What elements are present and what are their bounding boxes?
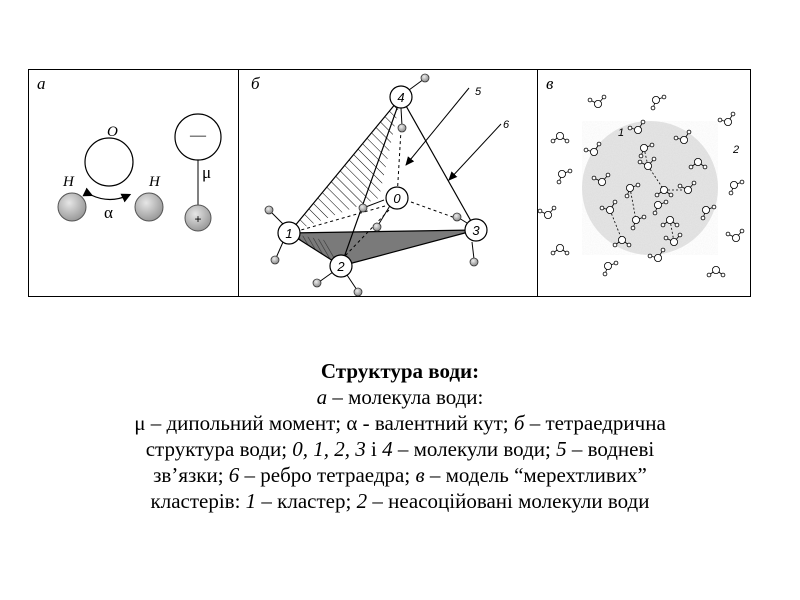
small-water-molecule xyxy=(728,179,745,196)
small-water-molecule xyxy=(612,235,632,248)
molecule-3-label: 3 xyxy=(472,223,480,238)
small-water-molecule xyxy=(647,247,666,262)
molecule-1 xyxy=(277,221,301,245)
edge-1-3 xyxy=(288,229,477,234)
tetrahedron-diagram: 0 4 1 2 3 5 6 xyxy=(264,73,510,296)
small-water-molecule xyxy=(717,111,736,127)
positive-sign: + xyxy=(194,212,201,226)
caption-line-2: μ – дипольний момент; α - валентний кут;… xyxy=(134,411,666,435)
cluster-label: 1 xyxy=(618,127,624,139)
cluster-hydrogen-bond xyxy=(629,187,637,221)
panel-c-letter: в xyxy=(546,74,554,93)
small-water-molecule xyxy=(663,232,683,246)
molecule-0 xyxy=(385,186,409,210)
cluster-model-diagram: 1 2 xyxy=(538,94,745,278)
arrow-5-hydrogen-bond xyxy=(405,87,470,166)
small-water-molecule xyxy=(637,156,657,171)
arrow-5-label: 5 xyxy=(475,86,482,98)
small-water-molecule xyxy=(556,168,573,185)
valence-angle-arc xyxy=(82,187,132,203)
caption-line-5: кластерів: 1 – кластер; 2 – неасоційован… xyxy=(150,489,650,513)
caption-line-4: зв’язки; 6 – ребро тетраедра; в – модель… xyxy=(153,463,647,487)
hydrogen-atom-right xyxy=(134,192,164,222)
angle-label: α xyxy=(104,203,113,222)
panel-tetrahedral-structure: б xyxy=(238,69,538,297)
small-water-molecule xyxy=(638,142,655,159)
edge-4-3 xyxy=(400,96,477,231)
oxygen-label: O xyxy=(107,124,118,140)
figure-caption: Структура води: а – молекула води: μ – д… xyxy=(0,358,800,514)
arrow-6-label: 6 xyxy=(503,119,510,131)
molecule-4-label: 4 xyxy=(397,90,404,105)
small-water-molecule xyxy=(602,260,619,277)
negative-sign: — xyxy=(189,127,207,144)
hydrogen-label-left: H xyxy=(62,174,75,190)
small-water-molecule xyxy=(630,214,647,231)
caption-line-1: а – молекула води: xyxy=(316,385,484,409)
panel-b-letter: б xyxy=(251,74,260,93)
molecule-2-label: 2 xyxy=(336,259,345,274)
small-water-molecule xyxy=(725,228,745,242)
small-water-molecule xyxy=(599,199,618,214)
edge-4-2 xyxy=(340,96,402,267)
dipole-label: μ xyxy=(202,163,211,182)
cluster-hydrogen-bond xyxy=(643,147,649,167)
water-molecules xyxy=(538,94,745,278)
free-molecules-label: 2 xyxy=(732,144,739,156)
molecule-4 xyxy=(389,85,413,109)
small-water-molecule xyxy=(706,265,726,278)
small-water-molecule xyxy=(550,132,570,144)
molecule-2 xyxy=(329,254,353,278)
molecule-1-label: 1 xyxy=(285,226,292,241)
panel-water-molecule: а O H H α — μ + xyxy=(28,69,239,297)
hydrogen-label-right: H xyxy=(148,174,161,190)
hydrogen-atom-left xyxy=(57,192,87,222)
small-water-molecule xyxy=(550,243,570,256)
small-water-molecule xyxy=(652,199,669,216)
small-water-molecule xyxy=(673,129,692,145)
positive-pole xyxy=(184,204,212,232)
small-water-molecule xyxy=(660,215,680,228)
panel-flickering-clusters: в 1 2 xyxy=(537,69,751,297)
oxygen-atom xyxy=(84,137,134,187)
small-water-molecule xyxy=(538,205,557,219)
water-molecule-diagram: O H H α — μ + xyxy=(57,113,222,232)
small-water-molecule xyxy=(700,204,717,221)
arrow-6-edge xyxy=(448,123,502,181)
cluster-hydrogen-bond xyxy=(609,209,623,241)
small-water-molecule xyxy=(591,172,611,187)
small-water-molecule xyxy=(583,141,602,157)
small-water-molecule xyxy=(650,94,667,111)
caption-line-3: структура води; 0, 1, 2, 3 і 4 – молекул… xyxy=(145,437,655,461)
panel-a-letter: а xyxy=(37,74,46,93)
small-water-molecule xyxy=(627,119,646,135)
edge-2-3 xyxy=(340,229,477,267)
small-water-molecule xyxy=(587,94,607,108)
small-water-molecule xyxy=(677,180,697,195)
cluster-hydrogen-bond xyxy=(647,165,665,191)
molecule-3 xyxy=(464,218,488,242)
molecule-0-label: 0 xyxy=(393,191,401,206)
caption-title: Структура води: xyxy=(320,359,480,383)
small-water-molecule xyxy=(688,158,708,170)
small-water-molecule xyxy=(624,182,641,199)
small-water-molecule xyxy=(654,186,674,198)
edge-4-1 xyxy=(288,96,402,234)
